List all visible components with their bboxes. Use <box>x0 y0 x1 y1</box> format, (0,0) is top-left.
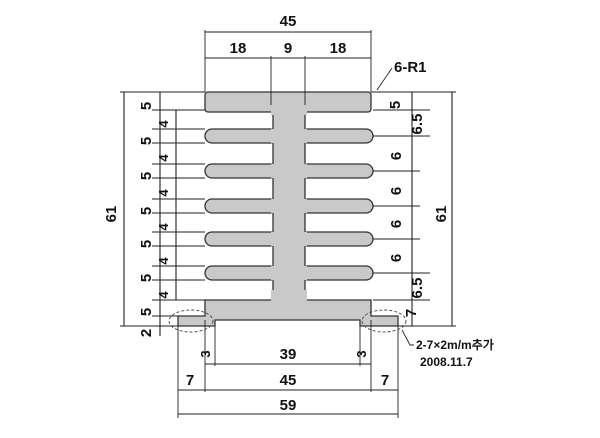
fin-right-3 <box>300 198 374 214</box>
dim-left-gap-3: 4 <box>156 189 171 197</box>
dim-top-total: 45 <box>280 13 297 30</box>
dim-right-2: 6.5 <box>409 114 426 135</box>
dim-right-4: 6 <box>388 187 405 195</box>
spine-joins <box>271 105 307 304</box>
fin-right-2 <box>300 163 374 179</box>
dim-left-fin-5: 5 <box>138 240 155 248</box>
note-line-2: 2008.11.7 <box>420 355 473 369</box>
dim-radius: 6-R1 <box>394 59 427 76</box>
dim-bottom-inner: 39 <box>280 346 297 363</box>
dim-left-fin-6: 5 <box>138 274 155 282</box>
dim-left-gap-2: 4 <box>156 154 171 162</box>
fin-left-2 <box>204 163 278 179</box>
dim-right-6: 6 <box>388 254 405 262</box>
dim-bottom-total: 59 <box>280 397 297 414</box>
dim-left-fin-1: 5 <box>138 102 155 110</box>
dim-right-8: 7 <box>403 309 420 317</box>
dim-left-gap-6: 4 <box>156 291 171 299</box>
fin-left-5 <box>204 265 278 281</box>
fin-left-3 <box>204 198 278 214</box>
dim-height-right: 61 <box>433 206 450 223</box>
fin-right-5 <box>300 265 374 281</box>
dim-bottom-left-small: 2 <box>138 329 155 337</box>
dim-right-7: 6.5 <box>409 278 426 299</box>
revision-note: 2-7×2m/m추가 2008.11.7 <box>401 329 494 369</box>
fin-right-4 <box>300 231 374 247</box>
dim-left-fin-3: 5 <box>138 172 155 180</box>
dim-bottom-mid: 45 <box>280 372 297 389</box>
dim-top-right: 18 <box>330 40 347 57</box>
heatsink-profile <box>168 91 407 333</box>
dim-right-3: 6 <box>388 152 405 160</box>
note-line-1: 2-7×2m/m추가 <box>416 337 494 352</box>
top-dimensions: 45 18 9 18 6-R1 <box>204 13 427 105</box>
dim-bottom-left-edge: 7 <box>186 372 194 389</box>
dim-left-fin-7: 5 <box>138 308 155 316</box>
dim-bottom-notch-left: 3 <box>198 350 213 357</box>
dim-bottom-right-edge: 7 <box>381 372 389 389</box>
dim-left-gap-1: 4 <box>156 120 171 128</box>
dim-height-left: 61 <box>103 206 120 223</box>
dim-left-fin-2: 5 <box>138 137 155 145</box>
highlight-right-flange <box>361 309 407 333</box>
right-dimensions: 61 5 6.5 6 6 6 6 6.5 7 <box>371 91 456 327</box>
left-dimensions: 61 5 5 5 5 5 5 5 4 4 4 4 4 4 2 <box>103 91 205 337</box>
dim-top-mid: 9 <box>284 40 292 57</box>
dim-bottom-notch-right: 3 <box>354 350 369 357</box>
dim-left-fin-4: 5 <box>138 207 155 215</box>
fin-right-1 <box>300 128 374 144</box>
dim-left-gap-4: 4 <box>156 223 171 231</box>
dim-top-left: 18 <box>230 40 247 57</box>
bottom-dimensions: 3 39 3 7 45 7 59 <box>177 320 399 418</box>
highlight-left-flange <box>168 309 214 333</box>
dim-right-5: 6 <box>388 220 405 228</box>
dim-left-gap-5: 4 <box>156 257 171 265</box>
fin-left-1 <box>204 128 278 144</box>
fin-left-4 <box>204 231 278 247</box>
dim-right-1: 5 <box>387 101 404 109</box>
